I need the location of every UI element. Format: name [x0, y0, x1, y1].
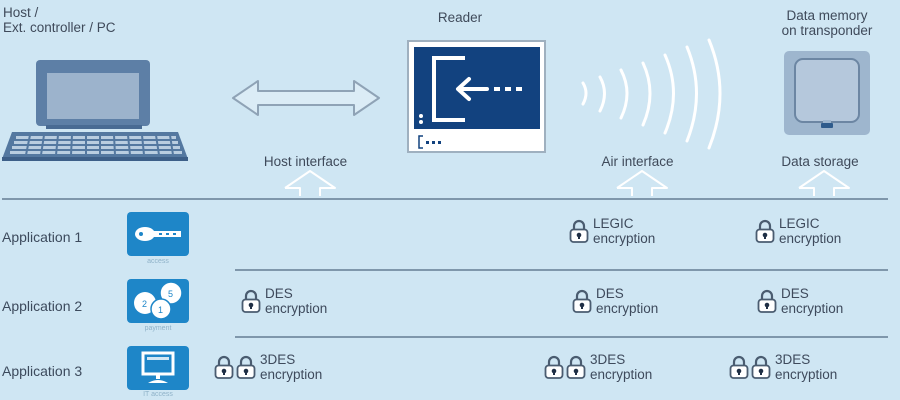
encryption-suffix: encryption — [590, 367, 653, 382]
encryption-suffix: encryption — [265, 301, 328, 316]
padlock-icon — [729, 355, 749, 379]
transponder-title-line1: Data memory — [786, 8, 868, 23]
host-title-line1: Host / — [3, 5, 39, 20]
svg-text:2: 2 — [142, 299, 147, 309]
application-3-label: Application 3 — [2, 363, 83, 379]
divider-app2-app3 — [235, 336, 888, 338]
monitor-icon — [141, 351, 175, 383]
coins-icon: 2 5 1 — [134, 281, 183, 320]
radio-waves-icon — [581, 38, 722, 150]
application-3-icon — [127, 346, 189, 390]
encryption-suffix: encryption — [779, 231, 842, 246]
encryption-name: DES — [265, 286, 293, 301]
encryption-name: 3DES — [590, 352, 626, 367]
data-storage-up-arrow-icon — [798, 170, 850, 196]
encryption-name: DES — [781, 286, 809, 301]
air-interface-up-arrow-icon — [616, 170, 668, 196]
reader-title: Reader — [437, 10, 483, 25]
bidirectional-arrow-icon — [232, 80, 380, 116]
computer-icon — [2, 60, 188, 161]
encryption-name: LEGIC — [593, 216, 634, 231]
encryption-name: LEGIC — [779, 216, 820, 231]
application-1-label: Application 1 — [2, 229, 83, 245]
host-title: Host / Ext. controller / PC — [3, 5, 116, 35]
reader-device-icon — [407, 40, 546, 153]
data-storage-label: Data storage — [781, 154, 859, 169]
encryption-suffix: encryption — [775, 367, 838, 382]
encryption-suffix: encryption — [260, 367, 323, 382]
divider-app1-app2 — [235, 269, 888, 271]
encryption-name: 3DES — [775, 352, 811, 367]
padlock-icon — [572, 289, 592, 313]
transponder-title-line2: on transponder — [781, 23, 873, 38]
padlock-icon — [241, 289, 261, 313]
host-interface-label: Host interface — [263, 154, 348, 169]
encryption-suffix: encryption — [781, 301, 844, 316]
padlock-icon — [236, 355, 256, 379]
padlock-icon — [757, 289, 777, 313]
padlock-icon — [544, 355, 564, 379]
application-2-caption: payment — [144, 325, 172, 332]
application-2-label: Application 2 — [2, 298, 83, 314]
padlock-icon — [566, 355, 586, 379]
encryption-suffix: encryption — [596, 301, 659, 316]
air-interface-label: Air interface — [601, 154, 674, 169]
host-title-line2: Ext. controller / PC — [3, 20, 116, 35]
svg-text:5: 5 — [168, 289, 173, 299]
key-icon — [135, 227, 181, 241]
divider-header — [2, 198, 888, 200]
encryption-name: DES — [596, 286, 624, 301]
padlock-icon — [751, 355, 771, 379]
application-2-icon: 2 5 1 — [127, 279, 189, 323]
application-1-caption: access — [147, 258, 169, 265]
svg-text:1: 1 — [158, 305, 163, 315]
transponder-icon — [784, 51, 870, 135]
padlock-icon — [214, 355, 234, 379]
application-1-icon — [127, 212, 189, 256]
host-interface-up-arrow-icon — [284, 170, 336, 196]
encryption-suffix: encryption — [593, 231, 656, 246]
encryption-name: 3DES — [260, 352, 296, 367]
application-3-caption: IT access — [143, 391, 173, 398]
padlock-icon — [569, 219, 589, 243]
padlock-icon — [755, 219, 775, 243]
transponder-title: Data memory on transponder — [752, 8, 900, 38]
